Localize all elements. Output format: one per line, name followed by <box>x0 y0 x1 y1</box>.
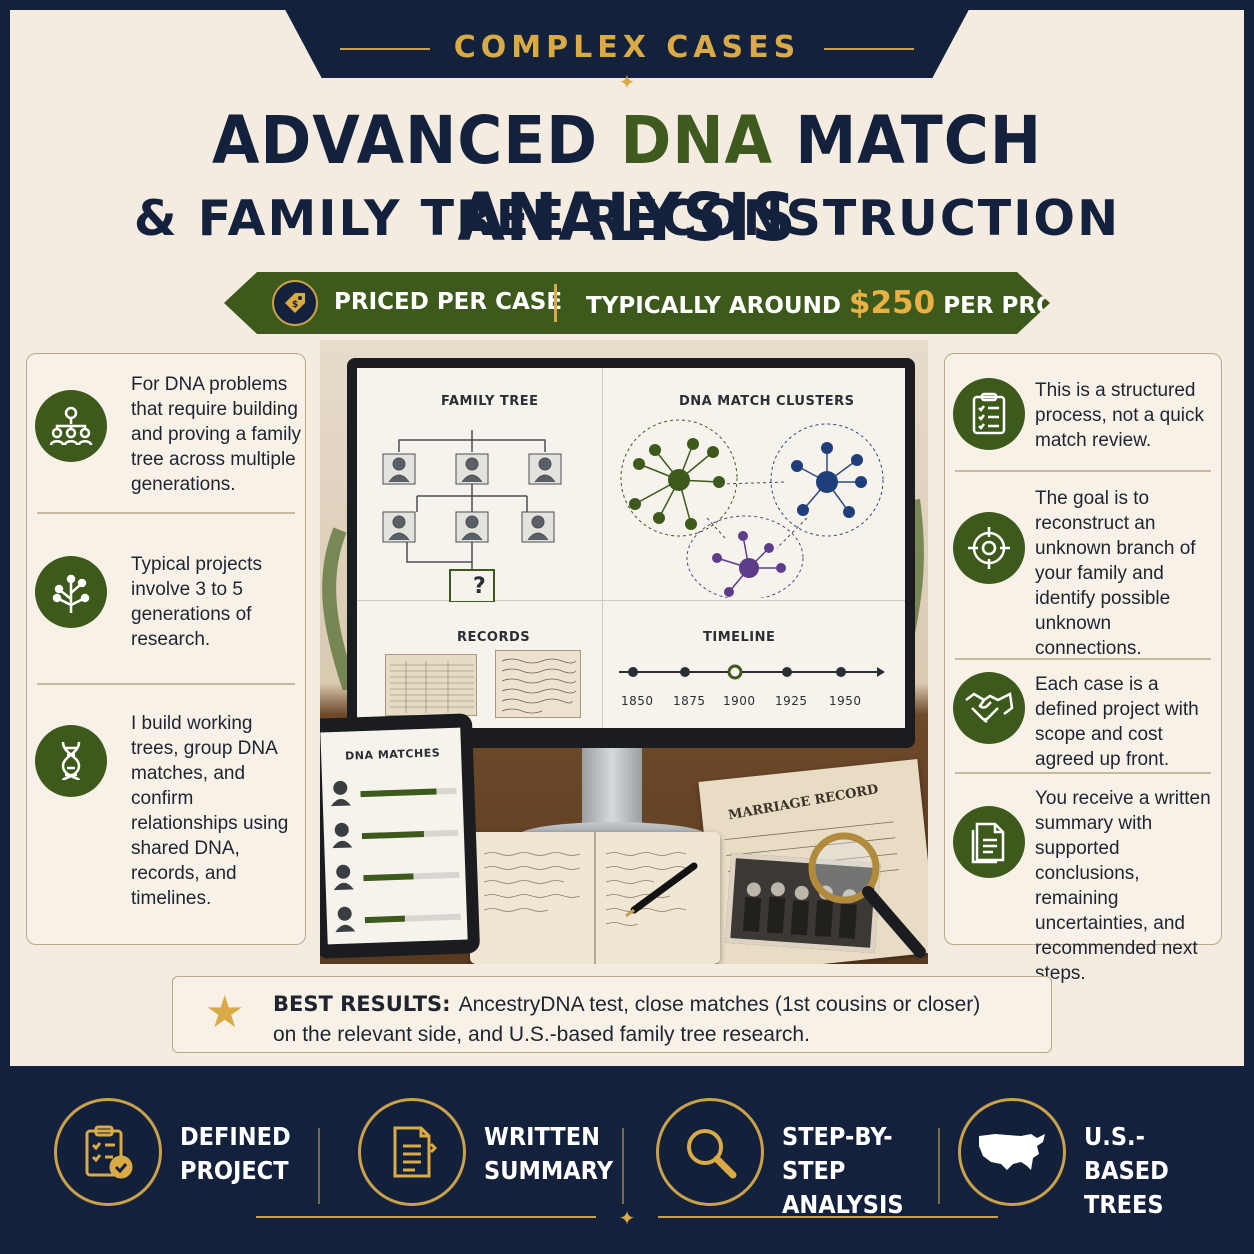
timeline-year: 1925 <box>775 694 808 708</box>
dna-clusters-label: DNA MATCH CLUSTERS <box>679 394 855 409</box>
monitor-screen: FAMILY TREE DNA MATCH CLUSTERS RECORDS T… <box>357 368 905 728</box>
price-amount: $250 <box>848 285 936 321</box>
star-icon: ★ <box>205 988 245 1037</box>
pricing-divider <box>554 284 557 322</box>
svg-text:$: $ <box>292 300 298 310</box>
footer-divider <box>622 1128 624 1204</box>
handshake-icon <box>953 672 1025 744</box>
right-info-panel: This is a structured process, not a quic… <box>944 353 1222 984</box>
footer-rule-left <box>256 1216 596 1218</box>
timeline-year: 1850 <box>621 694 654 708</box>
clipboard-check-icon <box>54 1098 162 1206</box>
pricing-per-case: PRICED PER CASE <box>334 289 563 315</box>
diamond-star-icon: ✦ <box>618 72 636 94</box>
handwritten-record <box>495 650 581 718</box>
right-separator <box>955 658 1211 660</box>
screen-divider <box>357 600 905 601</box>
right-item-goal: The goal is to reconstruct an unknown br… <box>945 472 1221 659</box>
title-part-1: ADVANCED <box>211 102 621 179</box>
left-item-generations: Typical projects involve 3 to 5 generati… <box>27 514 305 684</box>
notebook-spine <box>594 832 596 964</box>
left-separator <box>37 512 295 514</box>
unknown-ancestor-mark: ? <box>473 574 487 599</box>
tablet-screen: DNA MATCHES <box>320 727 468 945</box>
target-icon <box>953 512 1025 584</box>
clipboard-icon <box>953 378 1025 450</box>
eyebrow-rule-right <box>824 48 914 50</box>
best-results-box: ★ BEST RESULTS: AncestryDNA test, close m… <box>172 976 1052 1053</box>
pricing-typical: TYPICALLY AROUND $250 PER PROJECT <box>586 285 1113 321</box>
document-icon <box>953 806 1025 878</box>
diamond-star-icon: ✦ <box>618 1208 636 1230</box>
title-part-2: MATCH ANALYSIS <box>457 102 1043 256</box>
tree-icon <box>35 556 107 628</box>
dna-matches-label: DNA MATCHES <box>344 746 441 763</box>
records-label: RECORDS <box>457 630 531 645</box>
page-subtitle: & FAMILY TREE RECONSTRUCTION <box>133 190 1121 247</box>
monitor: FAMILY TREE DNA MATCH CLUSTERS RECORDS T… <box>347 358 915 748</box>
footer-divider <box>318 1128 320 1204</box>
pricing-typical-prefix: TYPICALLY AROUND <box>586 293 849 319</box>
right-item-text: Each case is a defined project with scop… <box>1035 674 1199 770</box>
vintage-group-photo <box>725 852 881 954</box>
dna-cluster-diagram <box>620 419 884 598</box>
written-summary-icon <box>358 1098 466 1206</box>
right-item-text: You receive a written summary with suppo… <box>1035 788 1211 984</box>
right-item-defined: Each case is a defined project with scop… <box>945 660 1221 772</box>
left-item-methods: I build working trees, group DNA matches… <box>27 685 305 935</box>
magnifying-glass-icon <box>808 832 926 958</box>
pricing-banner: $ PRICED PER CASE TYPICALLY AROUND $250 … <box>224 272 1050 334</box>
eyebrow-rule-left <box>340 48 430 50</box>
timeline-year: 1875 <box>673 694 706 708</box>
research-desk-scene: FAMILY TREE DNA MATCH CLUSTERS RECORDS T… <box>320 340 928 964</box>
feature-label: DEFINED PROJECT <box>180 1122 291 1185</box>
left-item-text: I build working trees, group DNA matches… <box>131 713 289 909</box>
magnifier-icon <box>656 1098 764 1206</box>
feature-label: STEP-BY-STEP ANALYSIS <box>782 1122 904 1219</box>
best-results-label: BEST RESULTS: <box>273 992 451 1016</box>
timeline-year: 1950 <box>829 694 862 708</box>
features-footer: DEFINED PROJECT WRITTEN SUMMARY STEP-BY-… <box>0 1066 1254 1254</box>
family-tree-label: FAMILY TREE <box>441 394 539 409</box>
pen-icon <box>625 862 698 918</box>
tablet: DNA MATCHES <box>320 713 481 959</box>
left-item-text: Typical projects involve 3 to 5 generati… <box>131 554 262 650</box>
top-banner <box>280 0 974 78</box>
left-item-family: For DNA problems that require building a… <box>27 354 305 514</box>
right-item-text: The goal is to reconstruct an unknown br… <box>1035 488 1196 659</box>
timeline-label: TIMELINE <box>703 630 776 645</box>
footer-divider <box>938 1128 940 1204</box>
monitor-stand <box>582 748 642 830</box>
feature-label: WRITTEN SUMMARY <box>484 1122 614 1185</box>
dna-icon <box>35 725 107 797</box>
left-separator <box>37 683 295 685</box>
screen-divider <box>602 368 603 728</box>
timeline-axis <box>619 664 885 680</box>
right-separator <box>955 772 1211 774</box>
best-results-text: BEST RESULTS: AncestryDNA test, close mat… <box>273 989 980 1050</box>
family-network-icon <box>35 390 107 462</box>
best-results-line-1: AncestryDNA test, close matches (1st cou… <box>458 993 981 1016</box>
open-notebook <box>470 832 720 964</box>
footer-rule-right <box>658 1216 998 1218</box>
family-tree-diagram <box>382 430 562 602</box>
usa-map-icon <box>958 1098 1066 1206</box>
best-results-line-2: on the relevant side, and U.S.-based fam… <box>273 1023 810 1046</box>
feature-label: U.S.-BASED TREES <box>1084 1122 1169 1219</box>
title-accent: DNA <box>620 102 773 179</box>
right-item-summary: You receive a written summary with suppo… <box>945 774 1221 984</box>
right-item-text: This is a structured process, not a quic… <box>1035 380 1204 451</box>
census-record <box>385 654 477 716</box>
left-info-panel: For DNA problems that require building a… <box>26 353 306 945</box>
timeline-year: 1900 <box>723 694 756 708</box>
right-separator <box>955 470 1211 472</box>
price-tag-icon: $ <box>272 280 318 326</box>
page-title: ADVANCED DNA MATCH ANALYSIS <box>44 102 1210 256</box>
left-item-text: For DNA problems that require building a… <box>131 374 302 495</box>
pricing-typical-suffix: PER PROJECT <box>935 293 1113 319</box>
right-item-process: This is a structured process, not a quic… <box>945 354 1221 470</box>
eyebrow-label: COMPLEX CASES <box>453 30 801 65</box>
